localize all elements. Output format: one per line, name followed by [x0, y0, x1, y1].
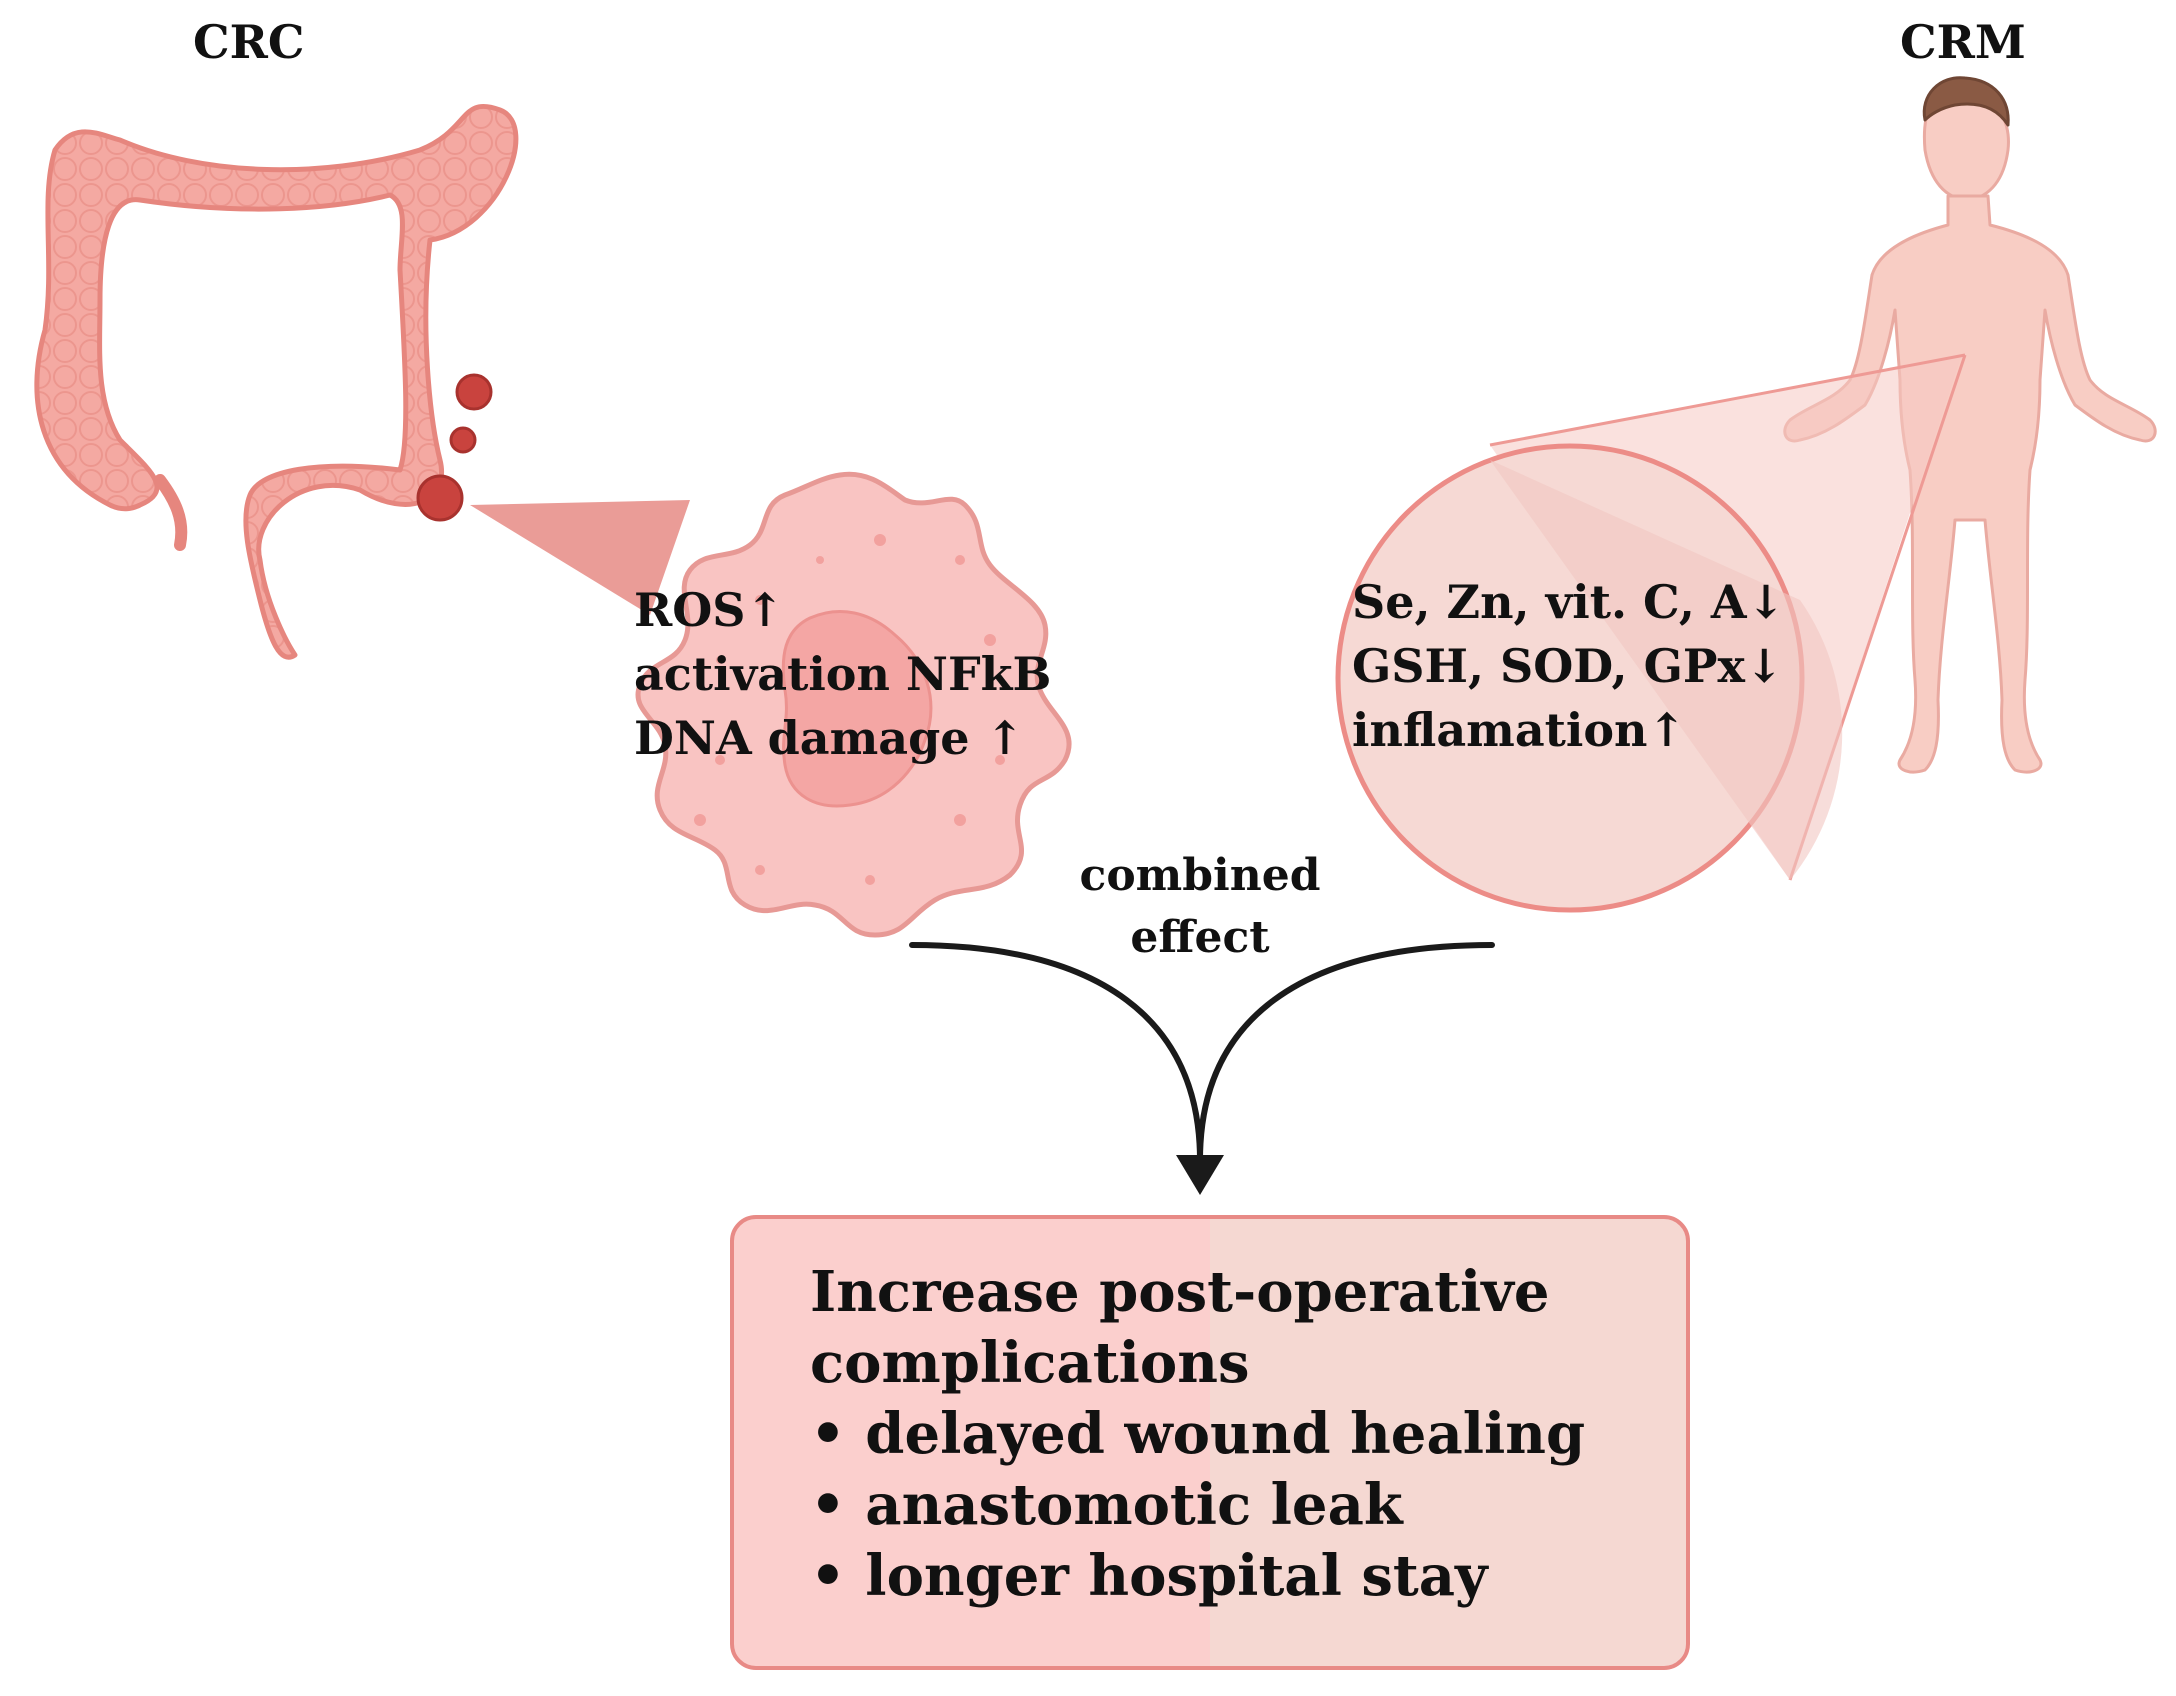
crm-effect-antioxidants: GSH, SOD, GPx↓	[1352, 639, 1784, 693]
zoom-wedge-left	[470, 500, 690, 615]
colon-icon	[34, 103, 519, 660]
outcome-heading-line-1: Increase post-operative	[810, 1259, 1550, 1325]
outcome-text: Increase post-operative complications • …	[810, 1257, 1585, 1612]
crm-effects-list: Se, Zn, vit. C, A↓ GSH, SOD, GPx↓ inflam…	[1352, 570, 1785, 762]
outcome-bullet-wound: • delayed wound healing	[810, 1401, 1586, 1467]
crm-title: CRM	[1900, 15, 2026, 69]
tumor-icon	[416, 373, 493, 522]
crm-effect-inflammation: inflamation↑	[1352, 703, 1687, 757]
combined-line-1: combined	[1079, 850, 1321, 901]
cancer-cell-icon	[635, 471, 1072, 938]
outcome-bullet-stay: • longer hospital stay	[810, 1543, 1488, 1609]
crc-effects-list: ROS↑ activation NFkB DNA damage ↑	[634, 578, 1051, 770]
outcome-box: Increase post-operative complications • …	[730, 1215, 1690, 1670]
crc-effect-nfkb: activation NFkB	[634, 647, 1052, 701]
crc-effect-dna: DNA damage ↑	[634, 711, 1025, 765]
crc-effect-ros: ROS↑	[634, 583, 785, 637]
outcome-bullet-leak: • anastomotic leak	[810, 1472, 1403, 1538]
crc-title: CRC	[193, 15, 305, 69]
combined-effect-label: combined effect	[1060, 845, 1340, 969]
magnifier-circle-icon	[1335, 443, 1843, 913]
outcome-heading-line-2: complications	[810, 1330, 1250, 1396]
crm-effect-micronutrients: Se, Zn, vit. C, A↓	[1352, 575, 1786, 629]
combined-line-2: effect	[1130, 912, 1270, 963]
merge-arrow-icon	[909, 942, 1495, 1195]
human-body-icon	[1783, 76, 2157, 774]
